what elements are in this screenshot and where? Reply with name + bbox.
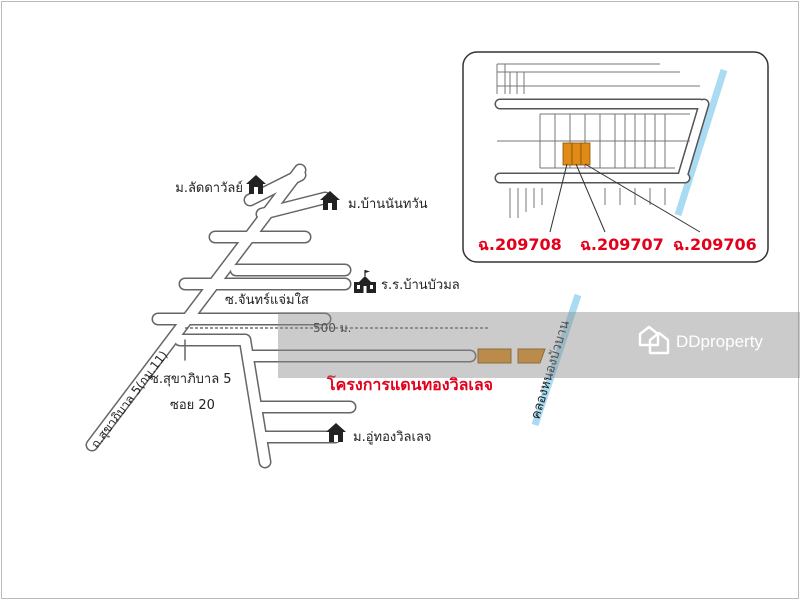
house-icon xyxy=(320,191,340,210)
project-plot xyxy=(517,348,546,364)
project-plot xyxy=(477,348,512,364)
watermark-band xyxy=(278,312,800,378)
soi-sukhaphiban-label: ซ.สุขาภิบาล 5 xyxy=(150,372,232,387)
watermark-brand: DDproperty xyxy=(676,332,763,351)
project-label: โครงการแดนทองวิลเลจ xyxy=(326,374,493,394)
canal-main xyxy=(531,293,582,427)
lot-grid xyxy=(496,63,700,218)
ddproperty-logo-icon xyxy=(638,325,670,355)
house-icon xyxy=(246,175,266,194)
inset-map: ฉ.209708 ฉ.209707 ฉ.209706 xyxy=(462,51,769,263)
lot-209707 xyxy=(571,142,582,166)
distance-label: 500 ม. xyxy=(313,321,351,335)
leader-lines xyxy=(549,163,701,233)
lot-209708 xyxy=(562,142,573,166)
village-ladda-label: ม.ลัดดาวัลย์ xyxy=(175,180,243,196)
lot-209706 xyxy=(580,142,591,166)
village-uthong-label: ม.อู่ทองวิลเลจ xyxy=(353,430,432,445)
canal-inset xyxy=(674,68,728,217)
village-bannantawan-label: ม.บ้านนันทวัน xyxy=(348,197,428,212)
watermark: DDproperty xyxy=(278,312,800,378)
house-icon xyxy=(326,423,346,442)
school-icon xyxy=(354,270,376,293)
main-road-label: ถ.สุขาภิบาล 5(กม.11) xyxy=(88,348,171,451)
road-network xyxy=(85,163,477,469)
plot-label-209706: ฉ.209706 xyxy=(673,235,757,254)
soi-20-label: ซอย 20 xyxy=(170,398,215,413)
soi-chan-label: ซ.จันทร์แจ่มใส xyxy=(225,292,309,308)
school-label: ร.ร.บ้านบัวมล xyxy=(381,278,460,293)
plot-label-209707: ฉ.209707 xyxy=(580,235,664,254)
plot-label-209708: ฉ.209708 xyxy=(478,235,562,254)
